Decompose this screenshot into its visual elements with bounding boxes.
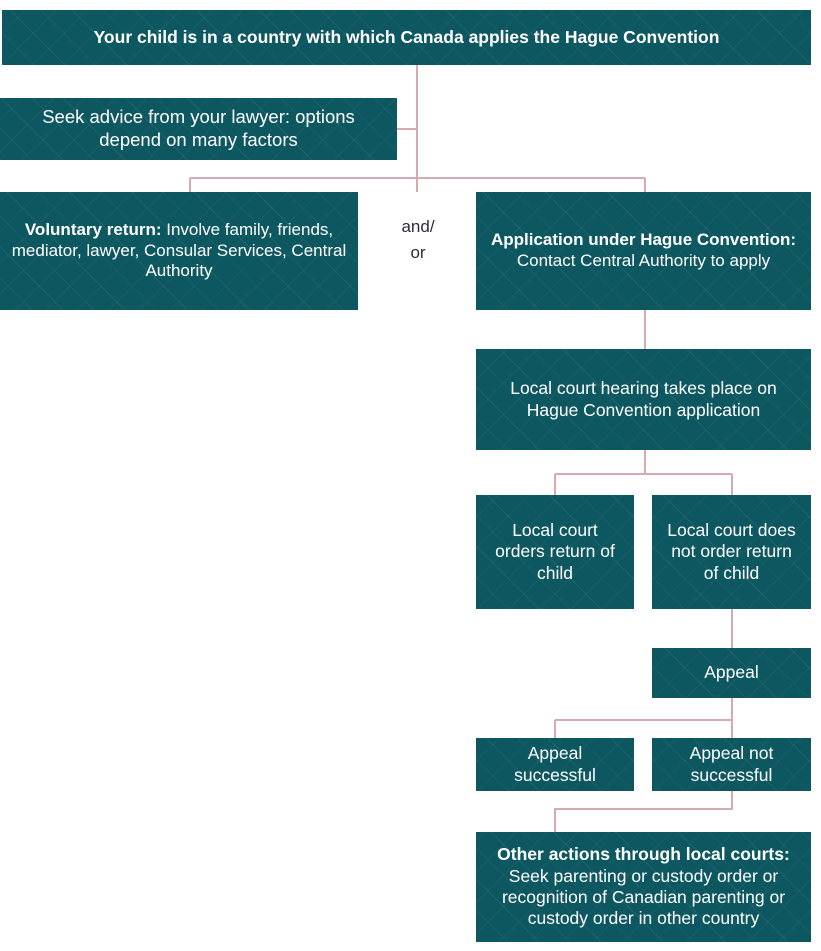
node-header: Your child is in a country with which Ca… [2, 10, 811, 65]
node-other-actions: Other actions through local courts: Seek… [476, 832, 811, 942]
node-court-no-return: Local court does not order return of chi… [652, 495, 811, 609]
node-header-text: Your child is in a country with which Ca… [93, 26, 720, 47]
node-court-orders-return-text: Local court orders return of child [495, 519, 615, 583]
node-local-court-hearing: Local court hearing takes place on Hague… [476, 349, 811, 450]
and-or-label: and/ or [368, 214, 468, 265]
node-court-no-return-text: Local court does not order return of chi… [667, 519, 796, 583]
node-other-actions-rest: Seek parenting or custody order or recog… [501, 865, 786, 929]
node-appeal-text: Appeal [704, 662, 759, 683]
line-appeal-not-to-other-actions [554, 791, 733, 832]
node-seek-advice: Seek advice from your lawyer: options de… [0, 98, 397, 160]
node-application-hague-lead: Application under Hague Convention: [490, 230, 797, 250]
node-voluntary-return: Voluntary return: Involve family, friend… [0, 192, 358, 310]
node-other-actions-text: Other actions through local courts: Seek… [486, 844, 801, 929]
node-other-actions-lead: Other actions through local courts: [497, 844, 790, 865]
node-court-orders-return: Local court orders return of child [476, 495, 634, 609]
node-application-hague-rest: Contact Central Authority to apply [516, 251, 771, 270]
node-application-hague-text: Application under Hague Convention: Cont… [486, 230, 801, 271]
node-local-court-hearing-text: Local court hearing takes place on Hague… [510, 378, 777, 420]
node-appeal: Appeal [652, 648, 811, 698]
node-appeal-successful: Appeal successful [476, 738, 634, 791]
node-voluntary-return-text: Voluntary return: Involve family, friend… [10, 220, 348, 282]
node-application-hague: Application under Hague Convention: Cont… [476, 192, 811, 310]
node-voluntary-return-lead: Voluntary return: [24, 219, 162, 239]
node-voluntary-return-rest: Involve family, friends, mediator, lawye… [11, 219, 347, 281]
and-or-label-line2: or [410, 242, 426, 262]
node-appeal-not-successful: Appeal not successful [652, 738, 811, 791]
node-appeal-not-successful-text: Appeal not successful [689, 743, 774, 785]
node-appeal-successful-text: Appeal successful [514, 743, 596, 785]
and-or-label-line1: and/ [401, 217, 435, 236]
node-seek-advice-text: Seek advice from your lawyer: options de… [42, 106, 355, 150]
